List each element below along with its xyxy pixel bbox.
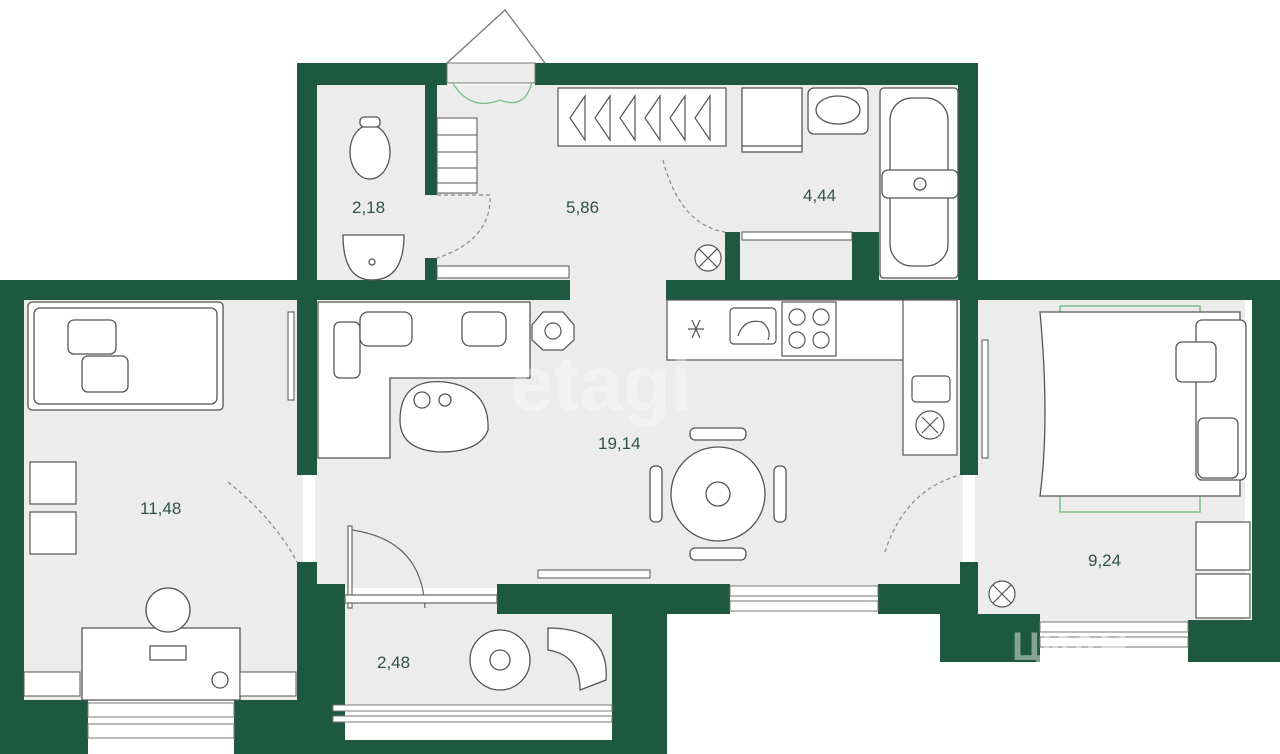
star-icon	[688, 319, 704, 339]
shelf-icon	[436, 117, 478, 194]
area-label-bedroom-right: 9,24	[1088, 551, 1121, 570]
area-label-hall: 5,86	[566, 198, 599, 217]
washing-machine-icon	[741, 87, 803, 153]
sofa-icon	[317, 301, 531, 459]
bed-icon	[27, 301, 224, 411]
mirror-icon	[287, 311, 295, 401]
right-plant-icon	[988, 580, 1016, 608]
door-icon	[227, 159, 961, 563]
area-label-bedroom-left: 11,48	[140, 499, 181, 518]
sink-icon	[807, 87, 869, 135]
plant-icon	[694, 244, 722, 272]
right-mirror-icon	[981, 339, 989, 459]
right-bed-icon	[1039, 305, 1247, 513]
left-radiator-icon	[23, 671, 297, 697]
armchair-icon	[469, 627, 607, 691]
nightstand-icon	[29, 461, 77, 555]
kitchen-sink-icon	[729, 307, 777, 345]
area-label-living: 19,14	[598, 434, 641, 453]
area-label-balcony: 2,48	[377, 653, 410, 672]
tv-stand-icon	[537, 569, 651, 579]
right-nightstand-icon	[1195, 521, 1251, 619]
kitchen-plant-icon	[911, 375, 951, 440]
window-icon	[87, 62, 1189, 739]
walls	[0, 63, 1280, 754]
shoe-rack-icon	[436, 265, 570, 279]
entry-door-icon	[446, 9, 546, 105]
wardrobe-icon	[557, 87, 727, 147]
toilet-icon	[349, 116, 391, 180]
watermark-corner: ЦИАН	[1012, 625, 1128, 669]
dining-table-icon	[649, 427, 787, 561]
floor-lamp-icon	[531, 311, 575, 351]
balcony-door-icon	[344, 525, 498, 609]
area-labels: 2,18 5,86 4,44 19,14 11,48 9,24 2,48	[140, 186, 1121, 672]
stove-icon	[781, 301, 837, 357]
radiator-icon	[741, 231, 853, 241]
coffee-table-icon	[399, 381, 489, 453]
bathtub-icon	[879, 87, 959, 279]
watermark-center: etagi	[510, 339, 692, 427]
desk-icon	[81, 587, 241, 701]
wc-sink-icon	[342, 234, 405, 281]
area-label-wc: 2,18	[352, 198, 385, 217]
area-label-bathroom: 4,44	[803, 186, 836, 205]
